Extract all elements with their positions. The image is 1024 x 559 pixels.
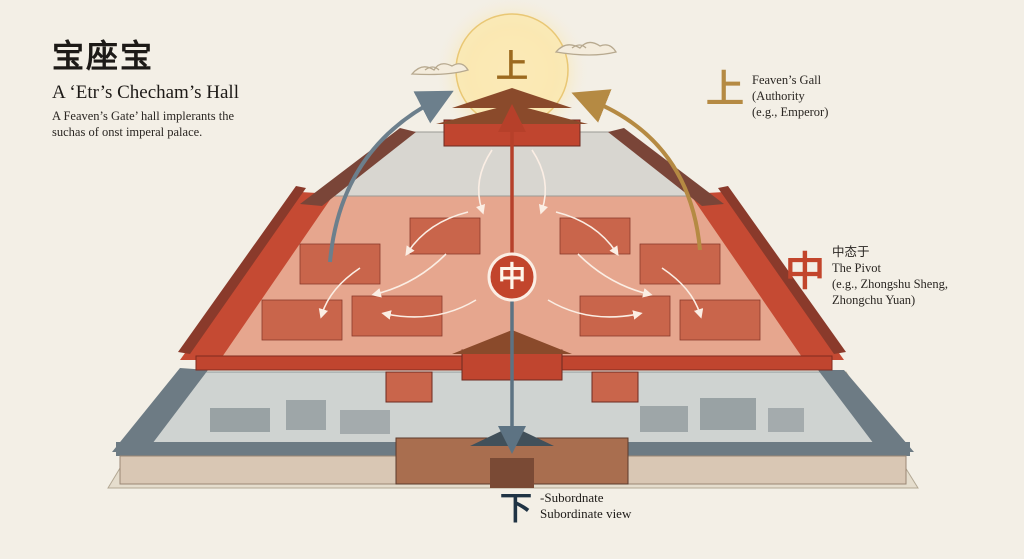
front-pavilion-left <box>385 371 433 403</box>
main-hall-roof-upper <box>452 88 572 108</box>
pivot-medallion <box>487 252 537 302</box>
outer-court-figures <box>210 398 804 434</box>
pivot-medallion-glyph: 中 <box>497 260 526 293</box>
outer-wall-front-left <box>119 455 397 485</box>
red-gallery-left <box>180 192 334 360</box>
middle-level-example-2: Zhongchu Yuan) <box>832 293 916 307</box>
bottom-level-glyph: 下 <box>500 489 533 527</box>
authority-arrow-left <box>328 90 454 263</box>
bottom-level-label: -Subordnate Subordinate view <box>540 490 631 522</box>
red-gallery-right <box>690 192 844 360</box>
bottom-level-name: -Subordnate <box>540 490 604 505</box>
cloud-right <box>554 41 618 56</box>
rear-gallery-right <box>608 128 724 206</box>
cloud-left <box>410 63 469 76</box>
top-level-glyph: 上 <box>706 66 745 111</box>
top-level-example: (e.g., Emperor) <box>752 105 829 119</box>
red-gallery-left-roof <box>178 186 306 354</box>
outer-gallery-right <box>818 370 914 452</box>
main-gate-door <box>490 458 534 488</box>
top-level-role: (Authority <box>752 89 805 103</box>
outer-gallery-front-right <box>628 442 910 456</box>
top-level-label: Feaven’s Gall (Authority (e.g., Emperor) <box>752 72 828 120</box>
middle-level-chinese: 中态于 <box>832 245 870 259</box>
rear-gallery-left <box>300 128 416 206</box>
sun-top-glyph: 上 <box>496 47 529 85</box>
outer-gallery-left <box>112 368 208 452</box>
middle-level-example-1: (e.g., Zhongshu Sheng, <box>832 277 948 291</box>
red-gallery-right-roof <box>718 186 846 354</box>
top-level-name: Feaven’s Gall <box>752 73 822 87</box>
title-chinese: 宝座宝 <box>52 37 155 75</box>
flow-arrows <box>318 149 704 320</box>
bottom-level-name-text: Subordnate <box>544 490 604 505</box>
front-pavilion-right <box>591 371 639 403</box>
bottom-level-view: Subordinate view <box>540 506 632 521</box>
outer-wall-front-right <box>627 455 907 485</box>
middle-level-label: 中态于 The Pivot (e.g., Zhongshu Sheng, Zho… <box>832 244 948 308</box>
middle-level-name: The Pivot <box>832 261 881 275</box>
title-description: A Feaven’s Gate’ hall implerants the suc… <box>52 109 235 139</box>
outer-gallery-front-left <box>116 442 396 456</box>
title-block: 宝座宝 A ‘Etr’s Checham’s Hall A Feaven’s G… <box>52 38 292 140</box>
authority-arrow-right <box>571 89 702 251</box>
middle-level-glyph: 中 <box>785 248 825 295</box>
title-english: A ‘Etr’s Checham’s Hall <box>52 82 239 103</box>
